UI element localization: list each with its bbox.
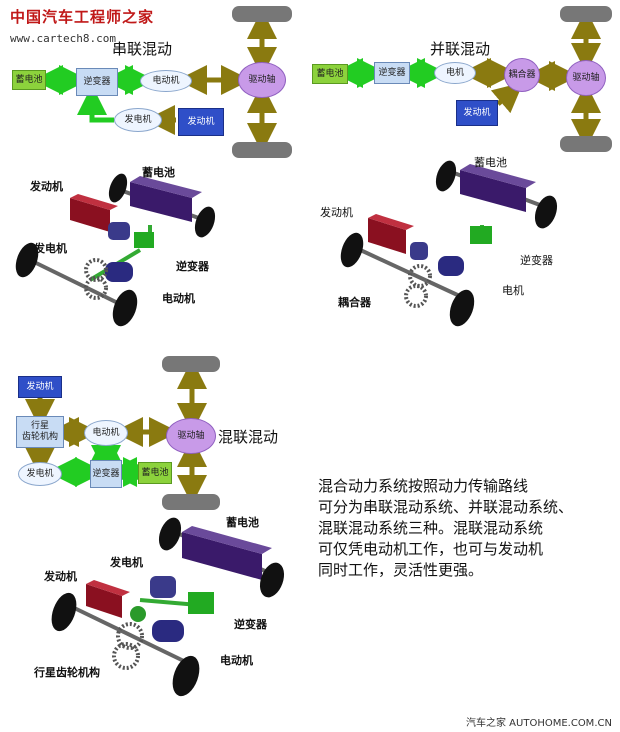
mixed-car-battery-label: 蓄电池 <box>226 516 259 529</box>
parallel-top-wheel <box>560 6 612 22</box>
parallel-title: 并联混动 <box>430 40 491 58</box>
series-top-wheel <box>232 6 292 22</box>
mixed-generator-ellipse: 发电机 <box>18 462 62 486</box>
mixed-top-wheel <box>162 356 220 372</box>
mixed-bottom-wheel <box>162 494 220 510</box>
parallel-car-engine-label: 发动机 <box>320 206 353 219</box>
mixed-inverter-box: 逆变器 <box>90 460 122 488</box>
parallel-car-battery-label: 蓄电池 <box>474 156 507 169</box>
parallel-axle-node: 驱动轴 <box>566 60 606 96</box>
parallel-arrows <box>333 8 601 149</box>
series-generator-ellipse: 发电机 <box>114 108 162 132</box>
parallel-inverter-box: 逆变器 <box>374 62 410 84</box>
mixed-car-motor-label: 电动机 <box>220 654 253 667</box>
site-url: www.cartech8.com <box>10 32 116 45</box>
mixed-battery-box: 蓄电池 <box>138 462 172 484</box>
series-car-inverter-label: 逆变器 <box>176 260 209 273</box>
series-inverter-box: 逆变器 <box>76 68 118 96</box>
mixed-car-illustration <box>51 517 285 697</box>
mixed-axle-node: 驱动轴 <box>166 418 216 454</box>
parallel-coupler-node: 耦合器 <box>504 58 540 92</box>
series-car-battery-label: 蓄电池 <box>142 166 175 179</box>
series-car-generator-label: 发电机 <box>34 242 67 255</box>
description-text: 混合动力系统按照动力传输路线 可分为串联混动系统、并联混动系统、 混联混动系统三… <box>318 476 618 581</box>
mixed-car-planetary-label: 行星齿轮机构 <box>34 666 100 679</box>
mixed-car-inverter-label: 逆变器 <box>234 618 267 631</box>
mixed-car-generator-label: 发电机 <box>110 556 143 569</box>
mixed-motor-ellipse: 电动机 <box>84 420 128 446</box>
series-motor-ellipse: 电动机 <box>140 70 192 92</box>
series-engine-box: 发动机 <box>178 108 224 136</box>
series-arrows <box>33 8 277 153</box>
mixed-car-engine-label: 发动机 <box>44 570 77 583</box>
site-logo: 中国汽车工程师之家 <box>10 8 155 26</box>
parallel-car-coupler-label: 耦合器 <box>338 296 371 309</box>
parallel-car-illustration <box>340 160 558 327</box>
series-car-illustration <box>15 173 216 327</box>
series-title: 串联混动 <box>112 40 173 58</box>
description-line: 混合动力系统按照动力传输路线 <box>318 477 529 495</box>
parallel-car-motor-label: 电机 <box>502 284 524 297</box>
footer-credit: 汽车之家 AUTOHOME.COM.CN <box>466 718 612 729</box>
series-car-motor-label: 电动机 <box>162 292 195 305</box>
description-line: 可分为串联混动系统、并联混动系统、 <box>318 498 574 516</box>
series-axle-node: 驱动轴 <box>238 62 286 98</box>
series-battery-box: 蓄电池 <box>12 70 46 90</box>
series-car-engine-label: 发动机 <box>30 180 63 193</box>
description-line: 可仅凭电动机工作，也可与发动机 <box>318 540 544 558</box>
description-line: 同时工作，灵活性更强。 <box>318 561 484 579</box>
mixed-planetary-box: 行星 齿轮机构 <box>16 416 64 448</box>
parallel-engine-box: 发动机 <box>456 100 498 126</box>
parallel-bottom-wheel <box>560 136 612 152</box>
mixed-title: 混联混动 <box>218 428 279 446</box>
description-line: 混联混动系统三种。混联混动系统 <box>318 519 544 537</box>
mixed-arrows <box>25 359 207 505</box>
parallel-car-inverter-label: 逆变器 <box>520 254 553 267</box>
parallel-battery-box: 蓄电池 <box>312 64 348 84</box>
parallel-motor-ellipse: 电机 <box>434 62 476 84</box>
mixed-engine-box: 发动机 <box>18 376 62 398</box>
series-bottom-wheel <box>232 142 292 158</box>
